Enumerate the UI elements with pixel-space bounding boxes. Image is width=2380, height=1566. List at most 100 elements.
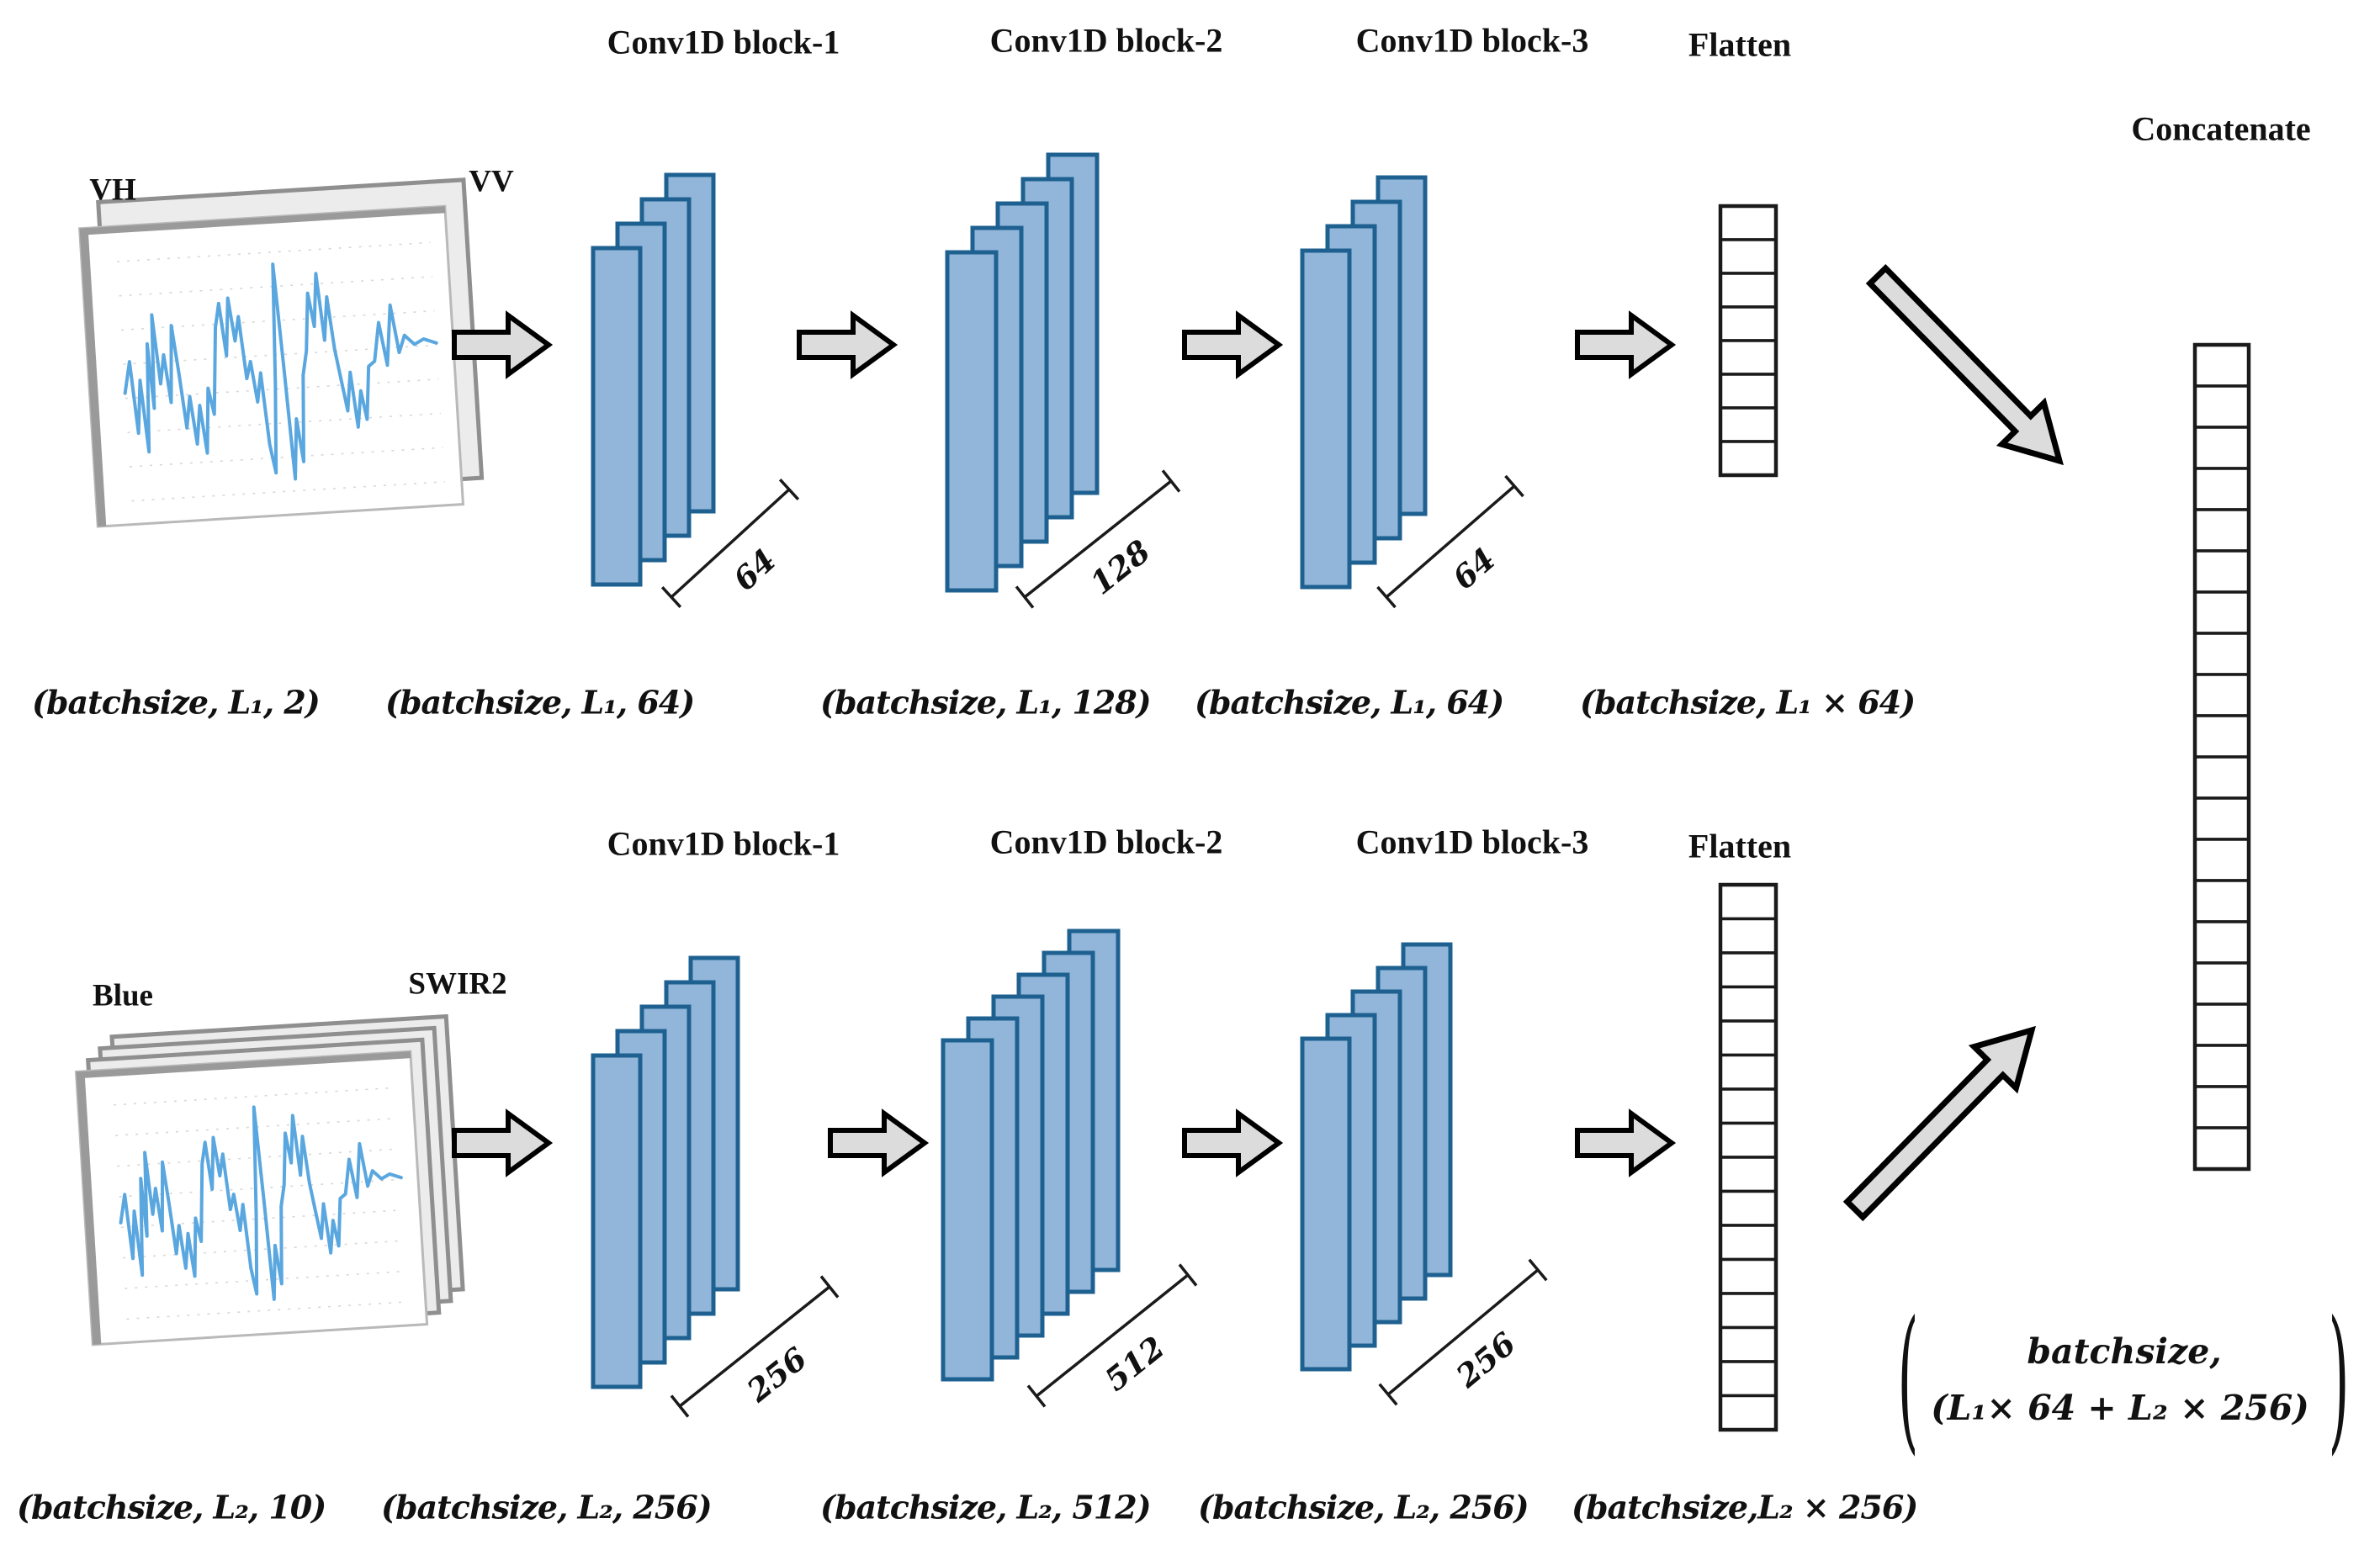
row2-flatten-column-cell — [1719, 985, 1778, 1023]
row1-dim3-tick — [1376, 585, 1397, 609]
row2-dim2-tick — [1178, 1263, 1198, 1287]
row2-input-stack-gridline — [119, 1178, 402, 1198]
concatenate-column-cell — [2193, 1085, 2250, 1130]
row1-header-conv1: Conv1D block-1 — [607, 23, 840, 61]
row2-flatten-column-cell — [1719, 951, 1778, 989]
concatenate-column-cell — [2193, 920, 2250, 965]
row2-flatten-column-cell — [1719, 1121, 1778, 1159]
concatenate-column-cell — [2193, 714, 2250, 759]
row1-dim3-tick — [1504, 474, 1524, 498]
row2-shape-block1: (batchsize, L₂, 256) — [381, 1488, 713, 1526]
row1-input-stack-gridline — [121, 309, 435, 331]
row1-concat-arrow — [1865, 263, 2064, 466]
row2-dim3-tick — [1378, 1383, 1398, 1406]
row2-input-stack-gridline — [126, 1301, 409, 1320]
row1-header-conv2: Conv1D block-2 — [989, 21, 1223, 60]
row1-input-stack — [78, 177, 485, 528]
row1-arrow-4 — [1575, 310, 1677, 379]
row2-input-stack-gridline — [125, 1270, 407, 1289]
row2-input-label-blue: Blue — [93, 978, 153, 1013]
row1-input-stack-panel-top-edge — [79, 206, 446, 235]
row2-dim3-tick — [1528, 1258, 1548, 1282]
concatenate-column-cell — [2193, 796, 2250, 841]
row2-flatten-column-cell — [1719, 1189, 1778, 1227]
row1-input-stack-signal-line — [123, 262, 438, 481]
row2-input-stack-gridline — [120, 1209, 404, 1229]
row2-dim1-line — [678, 1285, 831, 1408]
row1-dim2-tick — [1015, 585, 1035, 609]
formula-line2: (L₁× 64 + L₂ × 256) — [1931, 1388, 2309, 1429]
row1-input-label-vv: VV — [469, 164, 514, 199]
row2-dim1-tick — [670, 1394, 690, 1418]
row1-conv-block3-featuremap — [1300, 248, 1352, 590]
row1-dim2-line — [1023, 479, 1173, 599]
row2-header-flatten: Flatten — [1688, 827, 1792, 865]
row1-input-stack-panel-spine — [79, 228, 107, 527]
row2-conv-block2-featuremap — [941, 1038, 994, 1382]
row1-shape-flatten: (batchsize, L₁ × 64) — [1580, 683, 1916, 722]
row2-flatten-column-cell — [1719, 883, 1778, 921]
row2-arrow-4 — [1575, 1108, 1677, 1177]
row1-dim1-tick — [660, 586, 682, 608]
concatenate-column-cell — [2193, 549, 2250, 594]
row2-arrow-2 — [828, 1108, 930, 1177]
row1-flatten-column-cell — [1719, 272, 1778, 309]
row2-header-conv3: Conv1D block-3 — [1355, 823, 1589, 861]
row2-flatten-column-cell — [1719, 1360, 1778, 1398]
row2-flatten-column-cell — [1719, 917, 1778, 955]
row1-dim3-line — [1385, 484, 1516, 599]
row2-input-stack-gridline — [123, 1240, 406, 1259]
row1-input-stack-gridline — [129, 447, 443, 468]
row2-shape-block3: (batchsize, L₂, 256) — [1198, 1488, 1529, 1526]
row1-input-stack-gridline — [127, 412, 441, 434]
row2-input-stack-panel-top-edge — [76, 1051, 411, 1079]
concatenate-column-cell — [2193, 343, 2250, 388]
row2-shape-flatten: (batchsize,L₂ × 256) — [1572, 1488, 1918, 1526]
row2-flatten-column-cell — [1719, 1325, 1778, 1363]
row2-header-conv2: Conv1D block-2 — [989, 823, 1223, 861]
row1-dim1-label: 64 — [726, 542, 783, 598]
row2-dim1-tick — [819, 1275, 840, 1299]
row2-shape-block2: (batchsize, L₂, 512) — [820, 1488, 1152, 1526]
row2-input-stack — [74, 1013, 465, 1346]
row2-input-stack-gridline — [113, 1087, 396, 1106]
row1-dim1-tick — [778, 479, 800, 500]
row1-header-conv3: Conv1D block-3 — [1355, 21, 1589, 60]
row1-input-label-vh: VH — [89, 172, 136, 208]
concatenate-column-cell — [2193, 961, 2250, 1006]
row2-conv-block3-featuremap — [1300, 1036, 1352, 1372]
concatenate-column-cell — [2193, 1003, 2250, 1047]
row1-shape-block2: (batchsize, L₁, 128) — [820, 683, 1152, 722]
concatenate-column-cell — [2193, 879, 2250, 923]
formula-open-paren: ( — [1897, 1290, 1919, 1472]
row1-flatten-column-cell — [1719, 204, 1778, 241]
row2-flatten-column-cell — [1719, 1019, 1778, 1057]
row1-conv-block2-featuremap — [945, 250, 999, 593]
row2-shape-input: (batchsize, L₂, 10) — [17, 1488, 326, 1526]
row1-input-stack-gridline — [119, 276, 432, 297]
row2-flatten-column-cell — [1719, 1394, 1778, 1431]
row2-header-conv1: Conv1D block-1 — [607, 824, 840, 863]
row1-dim3-label: 64 — [1445, 541, 1503, 597]
row1-input-stack-gridline — [117, 241, 431, 262]
row1-input-stack-gridline — [125, 378, 439, 399]
concatenate-label: Concatenate — [2131, 109, 2311, 148]
row1-dim1-line — [670, 488, 791, 599]
row1-flatten-column-cell — [1719, 440, 1778, 477]
row2-flatten-column-cell — [1719, 1292, 1778, 1330]
row2-conv-block1-featuremap — [591, 1053, 643, 1389]
row1-shape-block3: (batchsize, L₁, 64) — [1195, 683, 1504, 722]
concatenate-column-cell — [2193, 1044, 2250, 1088]
row1-arrow-2 — [797, 310, 898, 379]
concatenate-column-cell — [2193, 590, 2250, 635]
row1-flatten-column-cell — [1719, 406, 1778, 443]
row2-flatten-column-cell — [1719, 1053, 1778, 1091]
row2-input-stack-front-panel — [74, 1050, 429, 1346]
concatenate-column-cell — [2193, 508, 2250, 553]
row2-arrow-3 — [1182, 1108, 1284, 1177]
row2-input-stack-signal-line — [119, 1105, 403, 1301]
row1-flatten-column-cell — [1719, 373, 1778, 410]
row2-flatten-column-cell — [1719, 1087, 1778, 1125]
